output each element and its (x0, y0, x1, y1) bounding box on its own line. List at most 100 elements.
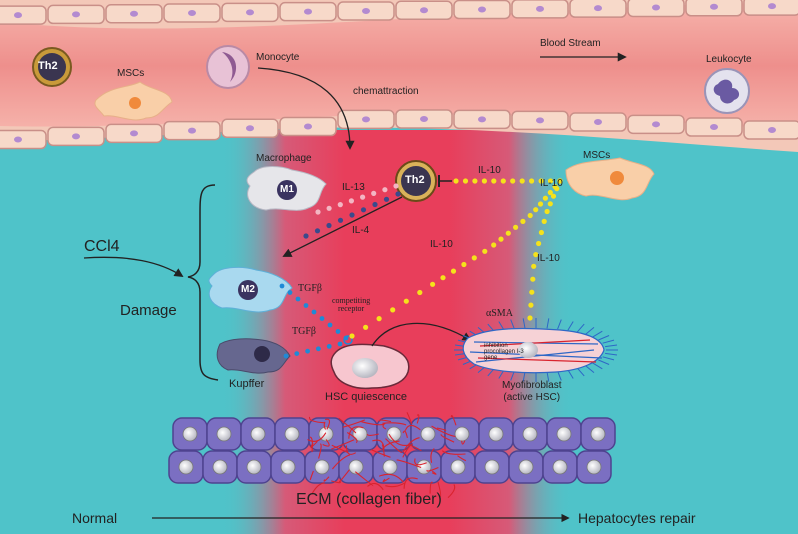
endothelial-nucleus (72, 133, 80, 140)
il4-dot (360, 207, 367, 213)
il10-label-3: IL-10 (430, 239, 453, 250)
tgfb-dot (294, 351, 300, 356)
myofibroblast-process (602, 339, 615, 344)
endothelial-nucleus (594, 119, 602, 126)
hepatocyte-nucleus (420, 426, 436, 442)
collagen-fiber (339, 469, 350, 483)
ecm-label: ECM (collagen fiber) (296, 491, 442, 508)
tgfb-dot (326, 344, 332, 349)
il10-dot (531, 263, 537, 269)
collagen-fiber (403, 477, 418, 489)
competing-receptor-label: competiting receptor (332, 296, 371, 313)
collagen-fiber (426, 466, 439, 472)
endothelial-nucleus (362, 7, 370, 14)
endothelial-nucleus (188, 127, 196, 134)
il10-dot (527, 315, 533, 321)
il10-dot (376, 316, 382, 322)
tgfb-dot (319, 316, 325, 321)
collagen-fiber (345, 445, 356, 455)
endothelial-nucleus (362, 116, 370, 123)
il10-dot (461, 261, 467, 268)
tgfb-dot (337, 341, 343, 347)
il10-label-4: IL-10 (537, 253, 560, 264)
il10-dot (440, 275, 446, 281)
myofibroblast-label: Myofibroblast (active HSC) (502, 380, 562, 403)
collagen-fiber (382, 477, 390, 483)
collagen-fiber (431, 425, 456, 438)
tgfb-dot (305, 348, 310, 354)
tgfb-dot (327, 322, 333, 328)
monocyte-cell (206, 45, 250, 89)
myofibroblast-cell (454, 318, 618, 382)
collagen-fiber (385, 438, 403, 454)
collagen-fiber (404, 424, 421, 431)
hepatocyte-nucleus (454, 426, 470, 442)
damage-bracket (187, 184, 219, 381)
endothelial-nucleus (304, 123, 312, 130)
hepatocyte-nucleus (518, 459, 534, 475)
asma-label: αSMA (486, 308, 513, 319)
collagen-fiber (430, 448, 435, 463)
il13-dot (371, 190, 377, 196)
hepatocyte-nucleus (314, 459, 330, 475)
tgfb-dot (311, 309, 317, 315)
collagen-fiber (346, 432, 358, 444)
collagen-fiber (323, 476, 330, 482)
hsc-quiescent-cell (330, 343, 410, 390)
endothelial-nucleus (652, 121, 660, 128)
il10-dot (547, 189, 553, 196)
hepatocyte-nucleus (216, 426, 232, 442)
tgfb-dot (343, 335, 349, 341)
endothelial-nucleus (14, 12, 22, 19)
collagen-fiber (406, 412, 413, 425)
il10-dot (529, 178, 535, 184)
hepatocyte-nucleus (178, 459, 194, 475)
myofibroblast-process (546, 371, 550, 382)
endothelial-nucleus (246, 125, 254, 132)
collagen-fiber (370, 449, 391, 458)
il13-dot (315, 209, 321, 215)
il10-dot (430, 281, 436, 287)
tgfb-label-2: TGFβ (292, 326, 316, 337)
hepatocyte-nucleus (484, 459, 500, 475)
macrophage-m1-cell (246, 166, 327, 211)
il4-dot (314, 228, 321, 234)
collagen-fiber (402, 430, 408, 439)
il10-dot (403, 298, 409, 304)
collagen-fiber (414, 458, 427, 466)
chemattraction-arrow (257, 67, 355, 150)
il10-dot (520, 218, 526, 224)
endothelial-nucleus (710, 3, 718, 10)
endothelial-nucleus (768, 3, 776, 10)
collagen-fiber (450, 415, 457, 426)
il10-dot (481, 178, 487, 184)
hepatocyte-nucleus (352, 426, 368, 442)
il13-dot (393, 183, 399, 189)
collagen-fiber (436, 427, 447, 432)
tgfb-dot (295, 296, 301, 302)
m1-label: M1 (280, 184, 294, 195)
hepatocyte-layer (168, 417, 616, 484)
il10-inhibition-marker (438, 175, 452, 187)
collagen-fiber (447, 484, 456, 499)
il4-dot (372, 201, 378, 208)
kupffer-label: Kupffer (229, 378, 265, 390)
endothelial-nucleus (594, 5, 602, 12)
leukocyte-cell (704, 68, 750, 114)
ccl4-arrow (83, 256, 184, 277)
collagen-fiber (331, 444, 349, 454)
collagen-fiber (311, 482, 325, 495)
mscs-tissue-label: MSCs (583, 150, 611, 161)
inhibition-procollagen-label: inhibition procollagen I-3 gene (484, 343, 524, 361)
hepatocyte-nucleus (246, 459, 262, 475)
hepatocyte-nucleus (416, 459, 432, 475)
endothelial-nucleus (420, 7, 428, 14)
collagen-fiber (367, 482, 384, 491)
monocyte-label: Monocyte (256, 52, 300, 63)
collagen-fiber (378, 419, 392, 423)
collagen-fiber (440, 433, 455, 443)
myofibroblast-process (605, 352, 618, 356)
leukocyte-label: Leukocyte (706, 54, 752, 65)
competing-receptor-icon (343, 335, 353, 345)
endothelial-nucleus (536, 5, 544, 12)
